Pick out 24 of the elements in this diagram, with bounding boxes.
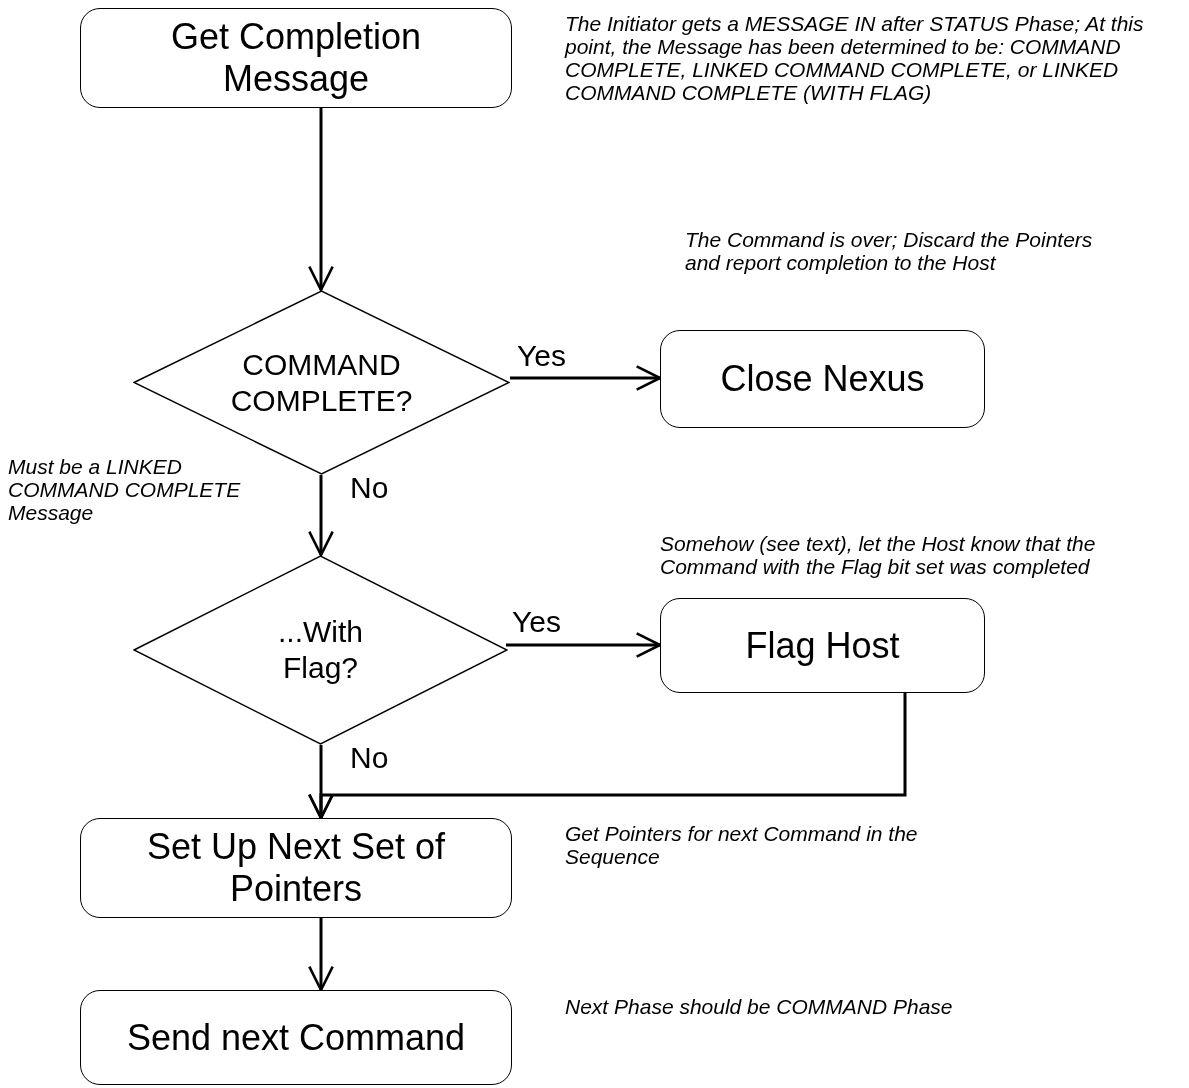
annotation-note: The Command is over; Discard the Pointers and report completion to the Host <box>685 228 1094 274</box>
annotation-note: Next Phase should be COMMAND Phase <box>565 995 954 1018</box>
arrow <box>506 632 662 658</box>
process-box <box>80 990 512 1085</box>
process-box <box>80 818 512 918</box>
annotation-note: Somehow (see text), let the Host know that the Command with the Flag bit set was completed <box>660 532 1097 578</box>
arrow <box>308 475 334 557</box>
arrow <box>308 108 334 292</box>
arrow <box>308 918 334 992</box>
process-box <box>660 330 985 428</box>
decision-text: COMMAND COMPLETE? <box>229 346 414 419</box>
annotation-note: Must be a LINKED COMMAND COMPLETE Message <box>8 455 242 524</box>
process-text: Close Nexus <box>720 358 925 400</box>
process-text: Set Up Next Set of Pointers <box>145 826 447 910</box>
process-text: Send next Command <box>126 1016 466 1059</box>
process-text: Flag Host <box>745 624 900 667</box>
annotation-note: The Initiator gets a MESSAGE IN after STATUS Phase; At this point, the Message has been determined to be: COMMAND COMPLETE, LINKED COMMAND COMPLETE, or LINKED COMMAND COMPLETE (WITH FLAG) <box>565 12 1145 104</box>
process-text: Get Completion Message <box>169 16 423 100</box>
process-box <box>660 598 985 693</box>
arrow <box>510 365 662 391</box>
arrow <box>308 693 907 820</box>
decision-text: ...With Flag? <box>277 614 364 686</box>
annotation-note: Get Pointers for next Command in the Sequence <box>565 822 919 868</box>
process-box <box>80 8 512 108</box>
